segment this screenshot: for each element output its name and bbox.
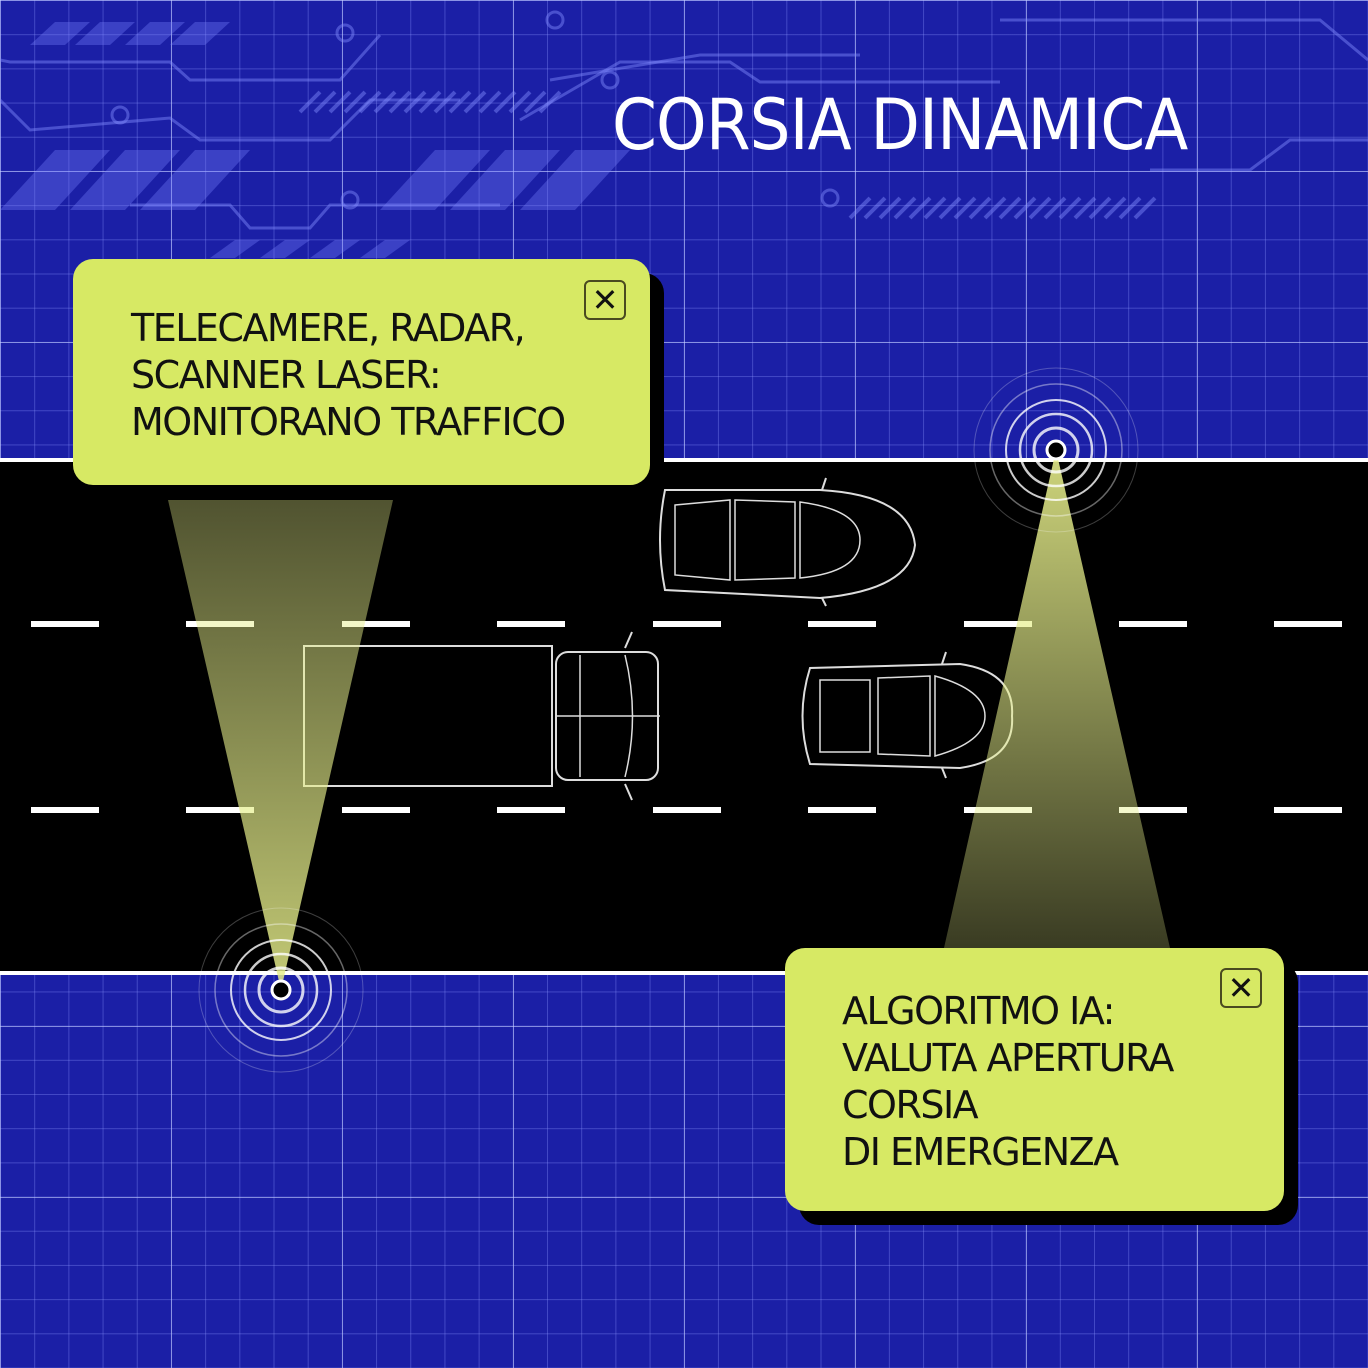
truck	[303, 631, 660, 801]
close-button[interactable]: ✕	[584, 280, 626, 320]
sensor-left	[198, 907, 364, 1073]
info-card-sensors: ✕ TELECAMERE, RADAR, SCANNER LASER: MONI…	[73, 259, 650, 485]
card-line: ALGORITMO IA:	[842, 989, 1115, 1033]
card-text: ALGORITMO IA: VALUTA APERTURA CORSIA DI …	[842, 988, 1174, 1176]
sensor-right	[973, 367, 1139, 533]
close-button[interactable]: ✕	[1220, 968, 1262, 1008]
card-line: VALUTA APERTURA	[842, 1036, 1174, 1080]
page-title: CORSIA DINAMICA	[612, 84, 1188, 166]
card-line: SCANNER LASER:	[131, 353, 442, 397]
circuit-decoration	[0, 10, 1368, 258]
card-text: TELECAMERE, RADAR, SCANNER LASER: MONITO…	[131, 305, 566, 446]
card-line: CORSIA	[842, 1083, 979, 1127]
sensor-beam-right	[944, 450, 1170, 948]
car-top	[659, 477, 917, 607]
card-line: TELECAMERE, RADAR,	[131, 306, 526, 350]
info-card-algorithm: ✕ ALGORITMO IA: VALUTA APERTURA CORSIA D…	[785, 948, 1284, 1211]
sensor-beam-left	[168, 500, 393, 990]
car-bottom	[801, 651, 1014, 779]
close-icon: ✕	[591, 281, 619, 319]
close-icon: ✕	[1227, 969, 1255, 1007]
card-line: DI EMERGENZA	[842, 1130, 1119, 1174]
card-line: MONITORANO TRAFFICO	[131, 400, 566, 444]
